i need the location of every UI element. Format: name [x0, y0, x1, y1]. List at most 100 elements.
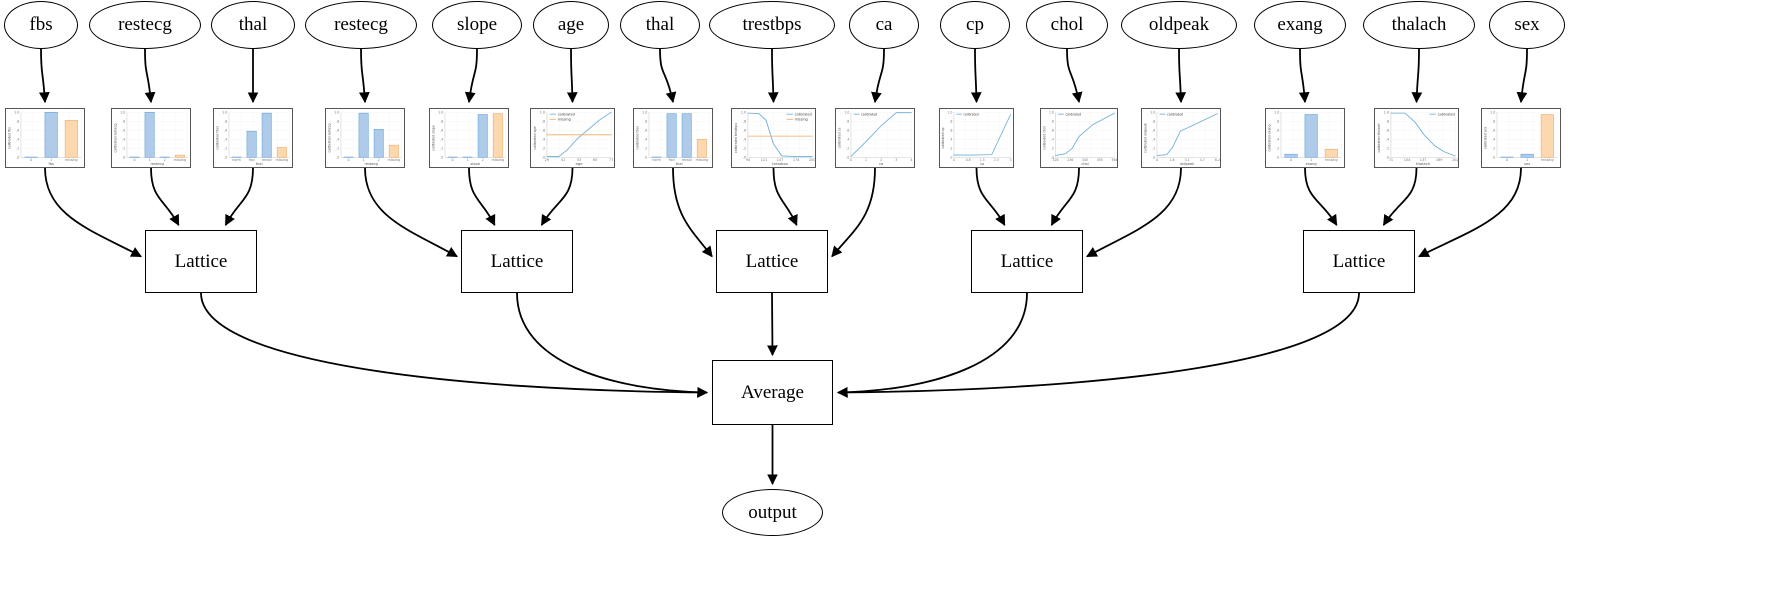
svg-text:1.0: 1.0: [948, 110, 953, 114]
feature-node-thal[interactable]: thal: [620, 1, 700, 49]
lattice-node-4[interactable]: Lattice: [1303, 230, 1415, 293]
svg-text:2.3: 2.3: [994, 158, 999, 162]
svg-text:1.0: 1.0: [642, 111, 647, 115]
svg-text:.6: .6: [743, 129, 746, 133]
lattice-node-0[interactable]: Lattice: [145, 230, 257, 293]
feature-node-thalach[interactable]: thalach: [1363, 1, 1475, 49]
svg-text:.6: .6: [122, 129, 125, 133]
graph-edge: [200, 292, 709, 398]
feature-node-trestbps[interactable]: trestbps: [709, 1, 835, 49]
svg-text:1.0: 1.0: [1150, 111, 1155, 115]
feature-node-oldpeak[interactable]: oldpeak: [1121, 1, 1237, 49]
svg-text:.0: .0: [1276, 156, 1279, 160]
feature-node-restecg[interactable]: restecg: [305, 1, 417, 49]
svg-text:121: 121: [761, 158, 768, 162]
svg-text:.2: .2: [743, 147, 746, 151]
average-node[interactable]: Average: [712, 360, 833, 425]
svg-text:.6: .6: [336, 129, 339, 133]
svg-text:.0: .0: [16, 156, 19, 160]
svg-text:missing: missing: [696, 158, 708, 162]
svg-text:3: 3: [895, 158, 897, 162]
lattice-node-2[interactable]: Lattice: [716, 230, 828, 293]
svg-text:.8: .8: [224, 120, 227, 124]
feature-node-thal[interactable]: thal: [211, 1, 295, 49]
svg-text:.8: .8: [336, 120, 339, 124]
feature-node-label: age: [557, 14, 585, 35]
svg-text:sex: sex: [1524, 162, 1530, 166]
feature-node-label: oldpeak: [1148, 14, 1210, 35]
svg-text:calibrated oldpeak: calibrated oldpeak: [1144, 123, 1148, 153]
feature-node-ca[interactable]: ca: [849, 1, 919, 49]
svg-text:missing: missing: [174, 158, 186, 162]
svg-text:1: 1: [467, 158, 469, 162]
feature-node-fbs[interactable]: fbs: [4, 1, 78, 49]
svg-text:calibrated: calibrated: [558, 113, 575, 117]
feature-node-restecg[interactable]: restecg: [89, 1, 201, 49]
graph-edge: [831, 167, 876, 258]
feature-node-cp[interactable]: cp: [940, 1, 1010, 49]
svg-text:94: 94: [746, 158, 750, 162]
lattice-node-3[interactable]: Lattice: [971, 230, 1083, 293]
feature-node-label: restecg: [118, 14, 172, 35]
svg-text:revsbl: revsbl: [682, 158, 692, 162]
svg-text:0: 0: [347, 158, 349, 162]
lattice-node-label: Lattice: [1332, 250, 1386, 272]
feature-node-sex[interactable]: sex: [1489, 1, 1565, 49]
svg-text:1.5: 1.5: [980, 158, 985, 162]
svg-text:.6: .6: [950, 128, 953, 132]
graph-edge: [44, 167, 142, 258]
svg-text:.2: .2: [1276, 147, 1279, 151]
svg-text:.8: .8: [440, 120, 443, 124]
svg-text:0: 0: [953, 158, 955, 162]
svg-text:41: 41: [561, 158, 565, 162]
svg-text:oldpeak: oldpeak: [1180, 162, 1195, 166]
svg-text:.0: .0: [950, 156, 953, 160]
average-node-label: Average: [741, 381, 804, 403]
graph-edge: [1418, 167, 1522, 258]
feature-node-label: exang: [1277, 14, 1323, 35]
graph-edge: [975, 167, 1006, 226]
feature-node-age[interactable]: age: [533, 1, 609, 49]
feature-node-exang[interactable]: exang: [1254, 1, 1346, 49]
svg-text:.0: .0: [440, 156, 443, 160]
lattice-node-1[interactable]: Lattice: [461, 230, 573, 293]
svg-text:.8: .8: [1276, 120, 1279, 124]
svg-text:exang: exang: [1306, 162, 1317, 166]
feature-node-label: sex: [1514, 14, 1540, 35]
graph-edge: [1050, 167, 1080, 226]
graph-edge: [1304, 167, 1338, 226]
svg-text:thalach: thalach: [1416, 162, 1430, 166]
svg-text:0: 0: [451, 158, 453, 162]
svg-text:.0: .0: [644, 156, 647, 160]
output-node[interactable]: output: [722, 489, 823, 536]
svg-text:200: 200: [809, 158, 815, 162]
svg-text:thal: thal: [676, 162, 683, 166]
svg-text:.6: .6: [644, 129, 647, 133]
svg-text:.6: .6: [1276, 129, 1279, 133]
svg-text:.0: .0: [336, 156, 339, 160]
svg-text:.6: .6: [16, 129, 19, 133]
svg-text:.0: .0: [542, 156, 545, 160]
svg-text:fixd: fixd: [669, 158, 675, 162]
svg-text:.8: .8: [644, 120, 647, 124]
svg-text:.8: .8: [743, 120, 746, 124]
feature-node-label: slope: [456, 14, 498, 35]
feature-node-chol[interactable]: chol: [1026, 1, 1108, 49]
feature-node-slope[interactable]: slope: [432, 1, 522, 49]
